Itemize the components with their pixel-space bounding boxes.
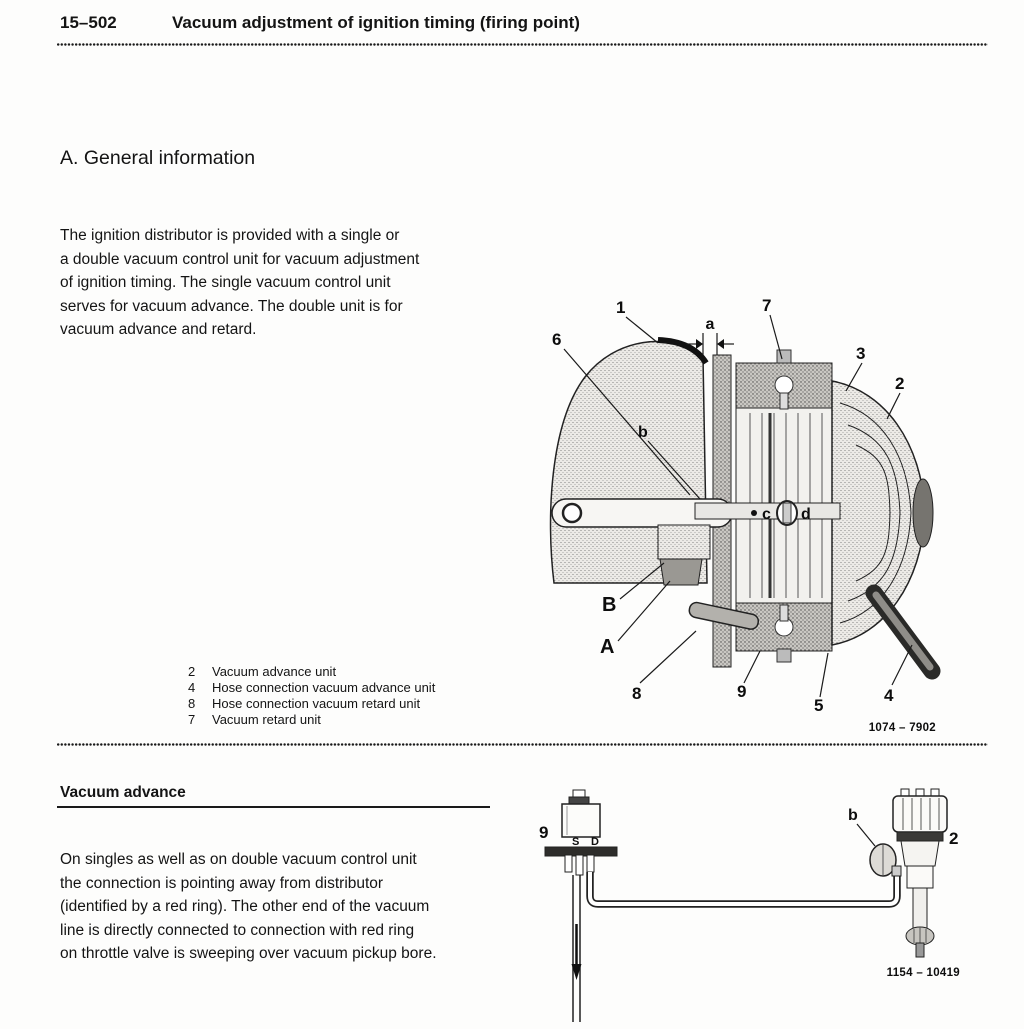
callout-2: 2 xyxy=(895,374,904,393)
callout-a: a xyxy=(706,316,715,333)
callout-3: 3 xyxy=(856,344,865,363)
section-divider xyxy=(57,743,988,746)
figure-vacuum-line-schematic: 9 S D xyxy=(535,788,965,1024)
callout-c: c xyxy=(762,506,771,523)
legend-item: 8 Hose connection vacuum retard unit xyxy=(188,696,435,712)
callout-9: 9 xyxy=(737,682,746,701)
figure1-number: 1074 – 7902 xyxy=(869,722,936,734)
header-divider xyxy=(57,43,988,46)
callout-b: b xyxy=(638,424,648,441)
bracket-arm xyxy=(551,498,841,528)
vacuum-advance-paragraph: On singles as well as on double vacuum c… xyxy=(60,851,437,962)
general-information-heading: A. General information xyxy=(60,147,256,169)
legend-item: 4 Hose connection vacuum advance unit xyxy=(188,680,435,696)
callout-leaders xyxy=(563,314,913,698)
switchover-valve xyxy=(544,789,618,876)
legend-item: 7 Vacuum retard unit xyxy=(188,712,435,728)
dimension-a: a xyxy=(686,316,734,355)
callout-A: A xyxy=(600,636,614,658)
vacuum-line-vertical xyxy=(571,875,582,1022)
vacuum-line-horizontal xyxy=(586,872,901,908)
section-number: 15–502 xyxy=(60,13,117,32)
callout-1: 1 xyxy=(616,298,625,317)
callout-9: 9 xyxy=(539,823,548,842)
port-label-d: D xyxy=(591,836,599,848)
figure-vacuum-unit-cross-section: a 6 1 7 3 2 b xyxy=(540,293,950,751)
legend-label: Vacuum advance unit xyxy=(212,664,337,679)
legend-number: 8 xyxy=(188,696,196,711)
vacuum-advance-heading: Vacuum advance xyxy=(60,784,186,801)
legend-number: 7 xyxy=(188,712,196,727)
vacuum-line-diagram: 9 S D xyxy=(539,788,960,1022)
legend-number: 2 xyxy=(188,664,196,679)
port-label-s: S xyxy=(572,836,579,848)
mounting-hole xyxy=(561,502,583,524)
callout-8: 8 xyxy=(632,684,641,703)
vacuum-advance-underline xyxy=(57,806,490,808)
legend-item: 2 Vacuum advance unit xyxy=(188,664,435,680)
callout-7: 7 xyxy=(762,296,771,315)
distributor xyxy=(869,788,948,958)
advance-hose-connection xyxy=(865,584,941,680)
callout-B: B xyxy=(602,594,616,616)
general-information-paragraph: The ignition distributor is provided wit… xyxy=(60,227,420,338)
callout-5: 5 xyxy=(814,696,823,715)
callout-b: b xyxy=(848,807,858,824)
callout-4: 4 xyxy=(884,686,894,705)
legend-number: 4 xyxy=(188,680,196,695)
vacuum-unit-diagram: a 6 1 7 3 2 b xyxy=(549,296,941,734)
legend-label: Vacuum retard unit xyxy=(212,712,321,727)
legend-label: Hose connection vacuum advance unit xyxy=(212,680,436,695)
rod-linkage-detail xyxy=(751,500,798,526)
figure2-number: 1154 – 10419 xyxy=(887,967,960,979)
callout-d: d xyxy=(801,506,811,523)
adjustment-parts xyxy=(657,524,711,586)
vacuum-control-unit xyxy=(712,349,934,668)
callout-6: 6 xyxy=(552,330,561,349)
callout-2: 2 xyxy=(949,829,958,848)
retard-hose-connection xyxy=(688,601,760,630)
legend-label: Hose connection vacuum retard unit xyxy=(212,696,421,711)
page-title: Vacuum adjustment of ignition timing (fi… xyxy=(172,13,580,32)
